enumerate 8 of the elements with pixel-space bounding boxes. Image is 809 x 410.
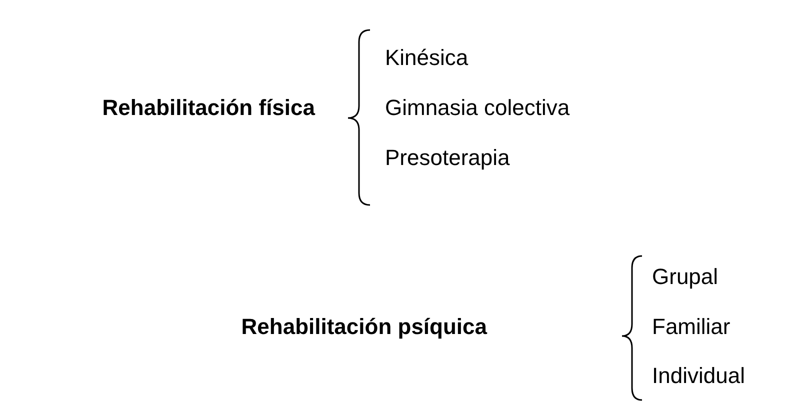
list-item: Grupal	[652, 264, 718, 290]
list-item: Presoterapia	[385, 145, 510, 171]
list-item: Gimnasia colectiva	[385, 95, 570, 121]
category-heading: Rehabilitación psíquica	[240, 314, 487, 340]
list-item: Familiar	[652, 314, 730, 340]
category-heading: Rehabilitación física	[101, 95, 315, 121]
list-item: Kinésica	[385, 45, 468, 71]
list-item: Individual	[652, 363, 745, 389]
